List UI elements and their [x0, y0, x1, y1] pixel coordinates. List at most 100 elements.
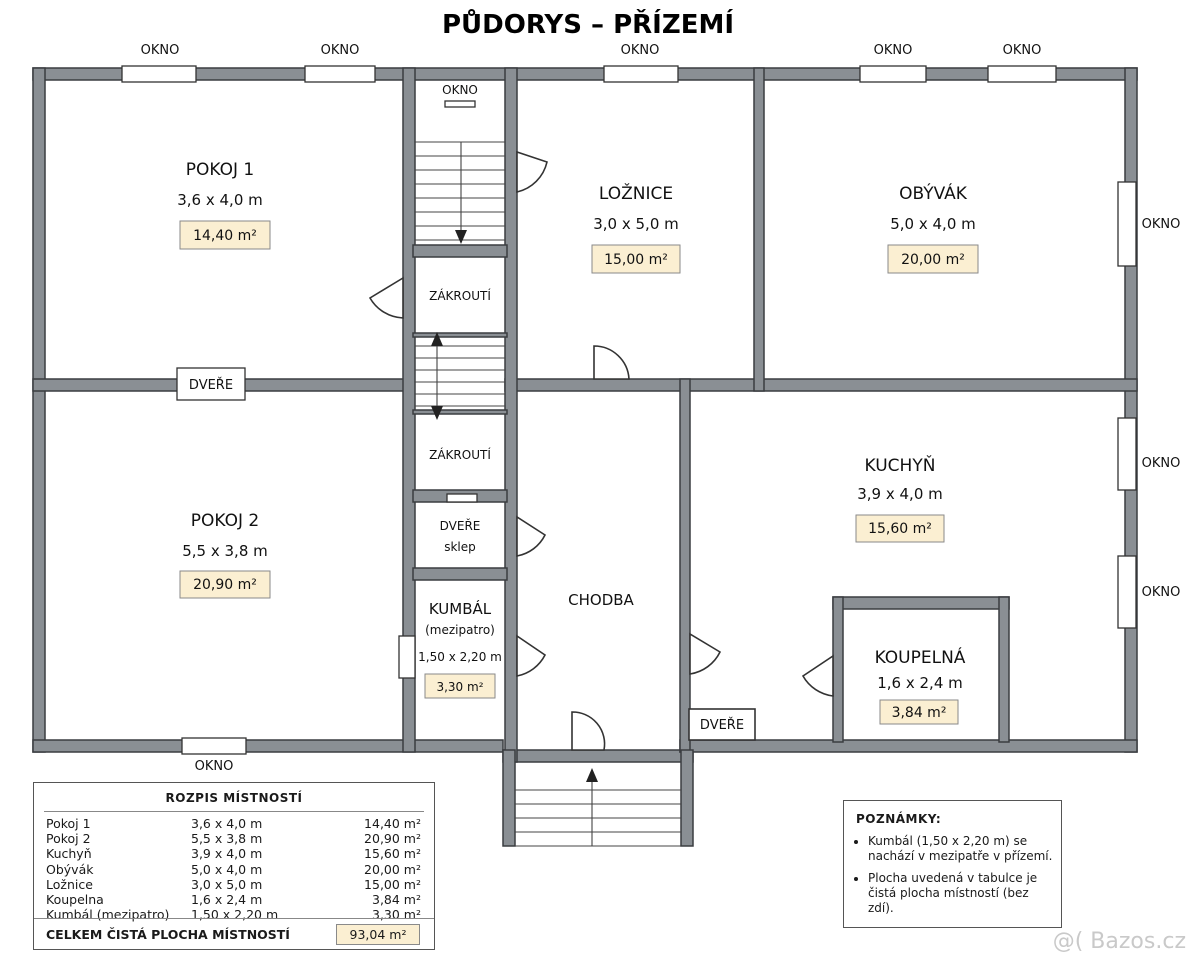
watermark-logo: @( Bazos.cz	[1052, 929, 1186, 954]
legend-cell-dims: 3,6 x 4,0 m	[191, 816, 263, 831]
door-kitchen-bottom-box	[688, 708, 756, 741]
legend-cell-area: 14,40 m²	[364, 816, 421, 831]
door-kumbal	[516, 634, 547, 677]
door-label-pokoj: DVEŘE	[189, 377, 233, 393]
total-value: 93,04 m²	[336, 924, 420, 945]
door-cellar	[516, 515, 547, 557]
svg-text:OKNO: OKNO	[442, 83, 478, 97]
window-kuchyn-side-2	[1117, 555, 1137, 629]
svg-text:OKNO: OKNO	[1142, 217, 1181, 232]
window-obyvak-top-left	[859, 65, 927, 83]
legend-cell-area: 20,90 m²	[364, 831, 421, 847]
legend-cell-area: 15,00 m²	[364, 876, 421, 892]
svg-text:3,6 x 4,0 m: 3,6 x 4,0 m	[177, 191, 263, 209]
room-obyvak: OBÝVÁK 5,0 x 4,0 m 20,00 m²	[887, 182, 979, 274]
svg-text:POKOJ 2: POKOJ 2	[191, 511, 259, 531]
window-pokoj2	[181, 737, 247, 755]
stairs-entrance	[515, 768, 681, 847]
svg-text:OKNO: OKNO	[141, 43, 180, 58]
legend-cell-area: 3,84 m²	[372, 892, 421, 908]
legend-cell-name: Ložnice	[46, 876, 93, 892]
windows	[121, 65, 1137, 755]
cellar-door-label: DVEŘE	[440, 518, 481, 533]
svg-text:OKNO: OKNO	[321, 43, 360, 58]
legend-cell-name: Pokoj 2	[46, 831, 91, 847]
window-labels: OKNO OKNO OKNO OKNO OKNO OKNO OKNO OKNO …	[141, 43, 1181, 774]
door-loznice-west	[516, 150, 548, 194]
legend-cell-name: Pokoj 1	[46, 816, 91, 831]
svg-text:5,0 x 4,0 m: 5,0 x 4,0 m	[890, 215, 976, 233]
svg-text:15,00 m²: 15,00 m²	[604, 252, 668, 268]
window-pokoj1-left	[121, 65, 197, 83]
landing-label-bottom: ZÁKROUTÍ	[429, 447, 491, 462]
svg-text:OKNO: OKNO	[195, 759, 234, 774]
window-kumbal	[398, 635, 416, 679]
room-koupelna: KOUPELNÁ 1,6 x 2,4 m 3,84 m²	[875, 646, 966, 725]
legend-cell-dims: 5,5 x 3,8 m	[191, 831, 263, 847]
legend-cell-name: Kuchyň	[46, 846, 92, 862]
svg-text:KOUPELNÁ: KOUPELNÁ	[875, 646, 966, 668]
legend-cell-name: Koupelna	[46, 892, 104, 908]
svg-text:3,0 x 5,0 m: 3,0 x 5,0 m	[593, 215, 679, 233]
svg-text:OKNO: OKNO	[1003, 43, 1042, 58]
doors	[368, 150, 834, 751]
legend-cell-area: 15,60 m²	[364, 846, 421, 862]
svg-text:KUCHYŇ: KUCHYŇ	[865, 454, 936, 476]
legend-cell-dims: 1,6 x 2,4 m	[191, 892, 263, 908]
window-obyvak-top-right	[987, 65, 1057, 83]
plan-title: PŮDORYS – PŘÍZEMÍ	[442, 7, 734, 40]
legend-cell-dims: 5,0 x 4,0 m	[191, 861, 263, 877]
door-kuchyn	[689, 632, 722, 675]
svg-text:OKNO: OKNO	[1142, 585, 1181, 600]
window-stairs	[444, 100, 476, 108]
svg-text:POKOJ 1: POKOJ 1	[186, 160, 254, 180]
room-pokoj2: POKOJ 2 5,5 x 3,8 m 20,90 m²	[179, 511, 271, 599]
corridor-label: CHODBA	[568, 591, 634, 609]
svg-text:LOŽNICE: LOŽNICE	[599, 182, 673, 204]
svg-text:OBÝVÁK: OBÝVÁK	[899, 182, 968, 204]
svg-text:5,5 x 3,8 m: 5,5 x 3,8 m	[182, 542, 268, 560]
svg-text:14,40 m²: 14,40 m²	[193, 228, 257, 244]
window-kuchyn-side-1	[1117, 417, 1137, 491]
room-loznice: LOŽNICE 3,0 x 5,0 m 15,00 m²	[591, 182, 681, 274]
room-pokoj1: POKOJ 1 3,6 x 4,0 m 14,40 m²	[177, 160, 271, 250]
door-entrance	[571, 711, 606, 751]
svg-text:KUMBÁL: KUMBÁL	[429, 599, 492, 618]
svg-text:3,30 m²: 3,30 m²	[436, 680, 483, 694]
note-item: Kumbál (1,50 x 2,20 m) se nachází v mezi…	[868, 834, 1053, 864]
window-pokoj1-right	[304, 65, 376, 83]
window-obyvak-side	[1117, 181, 1137, 267]
svg-text:(mezipatro): (mezipatro)	[425, 623, 495, 637]
note-item: Plocha uvedená v tabulce je čistá plocha…	[868, 871, 1053, 916]
stairs-middle	[415, 332, 505, 420]
svg-text:15,60 m²: 15,60 m²	[868, 521, 932, 537]
svg-text:3,84 m²: 3,84 m²	[892, 705, 947, 721]
svg-text:1,50 x 2,20 m: 1,50 x 2,20 m	[418, 650, 502, 664]
svg-text:OKNO: OKNO	[1142, 456, 1181, 471]
door-koupelna	[801, 654, 834, 697]
door-label-kitchen: DVEŘE	[700, 717, 744, 733]
svg-text:OKNO: OKNO	[874, 43, 913, 58]
notes-title: POZNÁMKY:	[856, 812, 942, 826]
landing-label-top: ZÁKROUTÍ	[429, 288, 491, 303]
legend-cell-name: Obývák	[46, 861, 94, 877]
window-loznice	[603, 65, 679, 83]
legend-table: Pokoj 1 3,6 x 4,0 m 14,40 m² Pokoj 2 5,5 x 3…	[46, 816, 421, 922]
svg-text:OKNO: OKNO	[621, 43, 660, 58]
svg-text:1,6 x 2,4 m: 1,6 x 2,4 m	[877, 674, 963, 692]
stairs-upper	[415, 141, 505, 244]
notes-box: POZNÁMKY: Kumbál (1,50 x 2,20 m) se nach…	[843, 800, 1062, 928]
room-kumbal: KUMBÁL (mezipatro) 1,50 x 2,20 m 3,30 m²	[418, 599, 502, 699]
svg-text:20,00 m²: 20,00 m²	[901, 252, 965, 268]
window-cellar	[446, 493, 478, 503]
door-pokoj1	[368, 276, 404, 319]
svg-text:3,9 x 4,0 m: 3,9 x 4,0 m	[857, 485, 943, 503]
room-kuchyn: KUCHYŇ 3,9 x 4,0 m 15,60 m²	[855, 454, 945, 543]
total-label: CELKEM ČISTÁ PLOCHA MÍSTNOSTÍ	[46, 927, 290, 942]
legend-total-row: CELKEM ČISTÁ PLOCHA MÍSTNOSTÍ 93,04 m²	[34, 918, 434, 949]
notes-list: Kumbál (1,50 x 2,20 m) se nachází v mezi…	[856, 834, 1053, 916]
legend-cell-dims: 3,9 x 4,0 m	[191, 846, 263, 862]
